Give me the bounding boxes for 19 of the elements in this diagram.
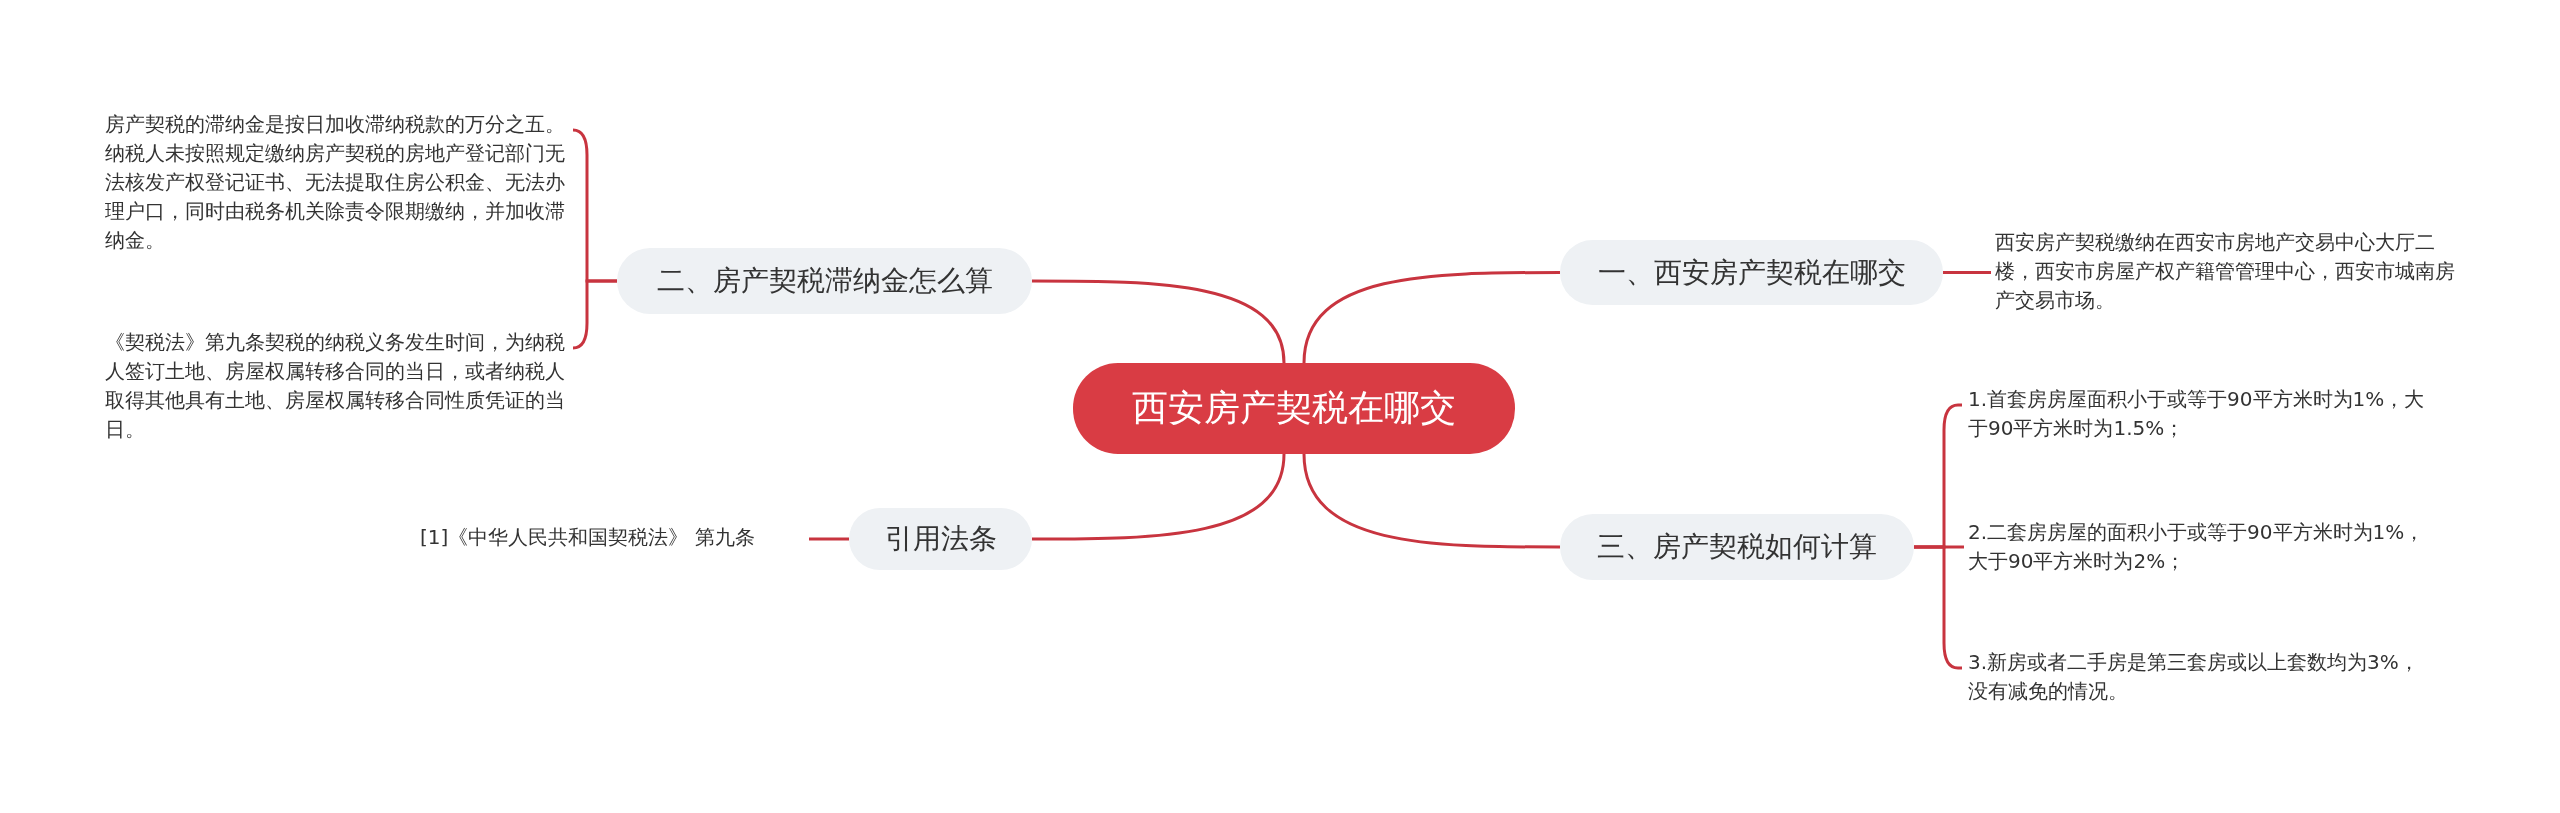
- connector-line: [1032, 279, 1286, 364]
- connector-line: [1032, 453, 1286, 541]
- connector-line: [1302, 271, 1560, 364]
- note-text: 西安房产契税缴纳在西安市房地产交易中心大厅二楼，西安市房屋产权产籍管管理中心，西安市城南房产交易市场。: [1995, 228, 2465, 315]
- topic-box: 一、西安房产契税在哪交: [1560, 240, 1943, 305]
- central-topic: 西安房产契税在哪交: [1073, 363, 1515, 454]
- note-text: 3.新房或者二手房是第三套房或以上套数均为3%，没有减免的情况。: [1968, 648, 2428, 706]
- note-text: 1.首套房房屋面积小于或等于90平方米时为1%，大于90平方米时为1.5%；: [1968, 385, 2428, 443]
- topic-box: 三、房产契税如何计算: [1560, 514, 1914, 580]
- connector-line: [1943, 271, 1991, 274]
- connector-line: [571, 279, 617, 350]
- connector-line: [809, 537, 849, 541]
- reference-text: [1]《中华人民共和国契税法》 第九条: [420, 524, 805, 556]
- topic-box: 二、房产契税滞纳金怎么算: [617, 248, 1032, 314]
- topic-box: 引用法条: [849, 508, 1032, 570]
- connector-line: [1302, 453, 1560, 549]
- note-text: 房产契税的滞纳金是按日加收滞纳税款的万分之五。纳税人未按照规定缴纳房产契税的房地产登记部门无法核发产权登记证书、无法提取住房公积金、无法办理户口，同时由税务机关除责令限期缴纳，并加收滞纳金。: [105, 110, 567, 255]
- note-text: 《契税法》第九条契税的纳税义务发生时间，为纳税人签订土地、房屋权属转移合同的当日，或者纳税人取得其他具有土地、房屋权属转移合同性质凭证的当日。: [105, 328, 567, 444]
- note-text: 2.二套房房屋的面积小于或等于90平方米时为1%，大于90平方米时为2%；: [1968, 518, 2428, 576]
